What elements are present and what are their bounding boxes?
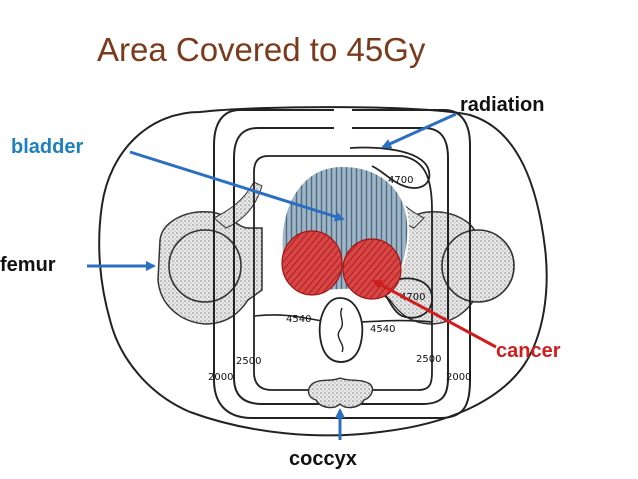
slide-title: Area Covered to 45Gy (97, 31, 426, 68)
left-femur-head (168, 229, 242, 303)
radiation-arrow (381, 112, 457, 149)
isodose-2000 (213, 109, 471, 419)
isodose-label-2000-left: 2000 (208, 372, 233, 383)
left-pelvic-wall (213, 181, 263, 229)
label-bladder: bladder (11, 136, 84, 158)
rectum (318, 297, 364, 363)
isodose-label-2500-right: 2500 (416, 354, 441, 365)
bladder-arrow (129, 150, 345, 222)
label-coccyx: coccyx (289, 448, 357, 470)
isodose-label-2500-left: 2500 (236, 356, 261, 367)
isodose-4540 (253, 155, 433, 391)
isodose-4700-lower (385, 277, 433, 319)
label-cancer: cancer (496, 340, 561, 362)
isodose-4700-upper (349, 146, 431, 189)
isodose-2500 (233, 127, 449, 405)
isodose-label-4700-upper: 4700 (388, 175, 413, 186)
label-radiation: radiation (460, 94, 545, 116)
isodose-label-2000-right: 2000 (446, 372, 471, 383)
tumor-right (342, 238, 402, 300)
isodose-label-4540-right: 4540 (370, 324, 395, 335)
right-femur-head (441, 229, 515, 303)
isodose-label-4540-left: 4540 (286, 314, 311, 325)
label-femur: femur (0, 254, 56, 276)
body-contour (98, 106, 548, 437)
isodose-label-4700-lower: 4700 (400, 292, 425, 303)
rectal-lumen (337, 307, 344, 353)
cancer-arrow (372, 279, 497, 349)
tumor-left (281, 230, 343, 296)
coccyx-bone (307, 377, 374, 409)
